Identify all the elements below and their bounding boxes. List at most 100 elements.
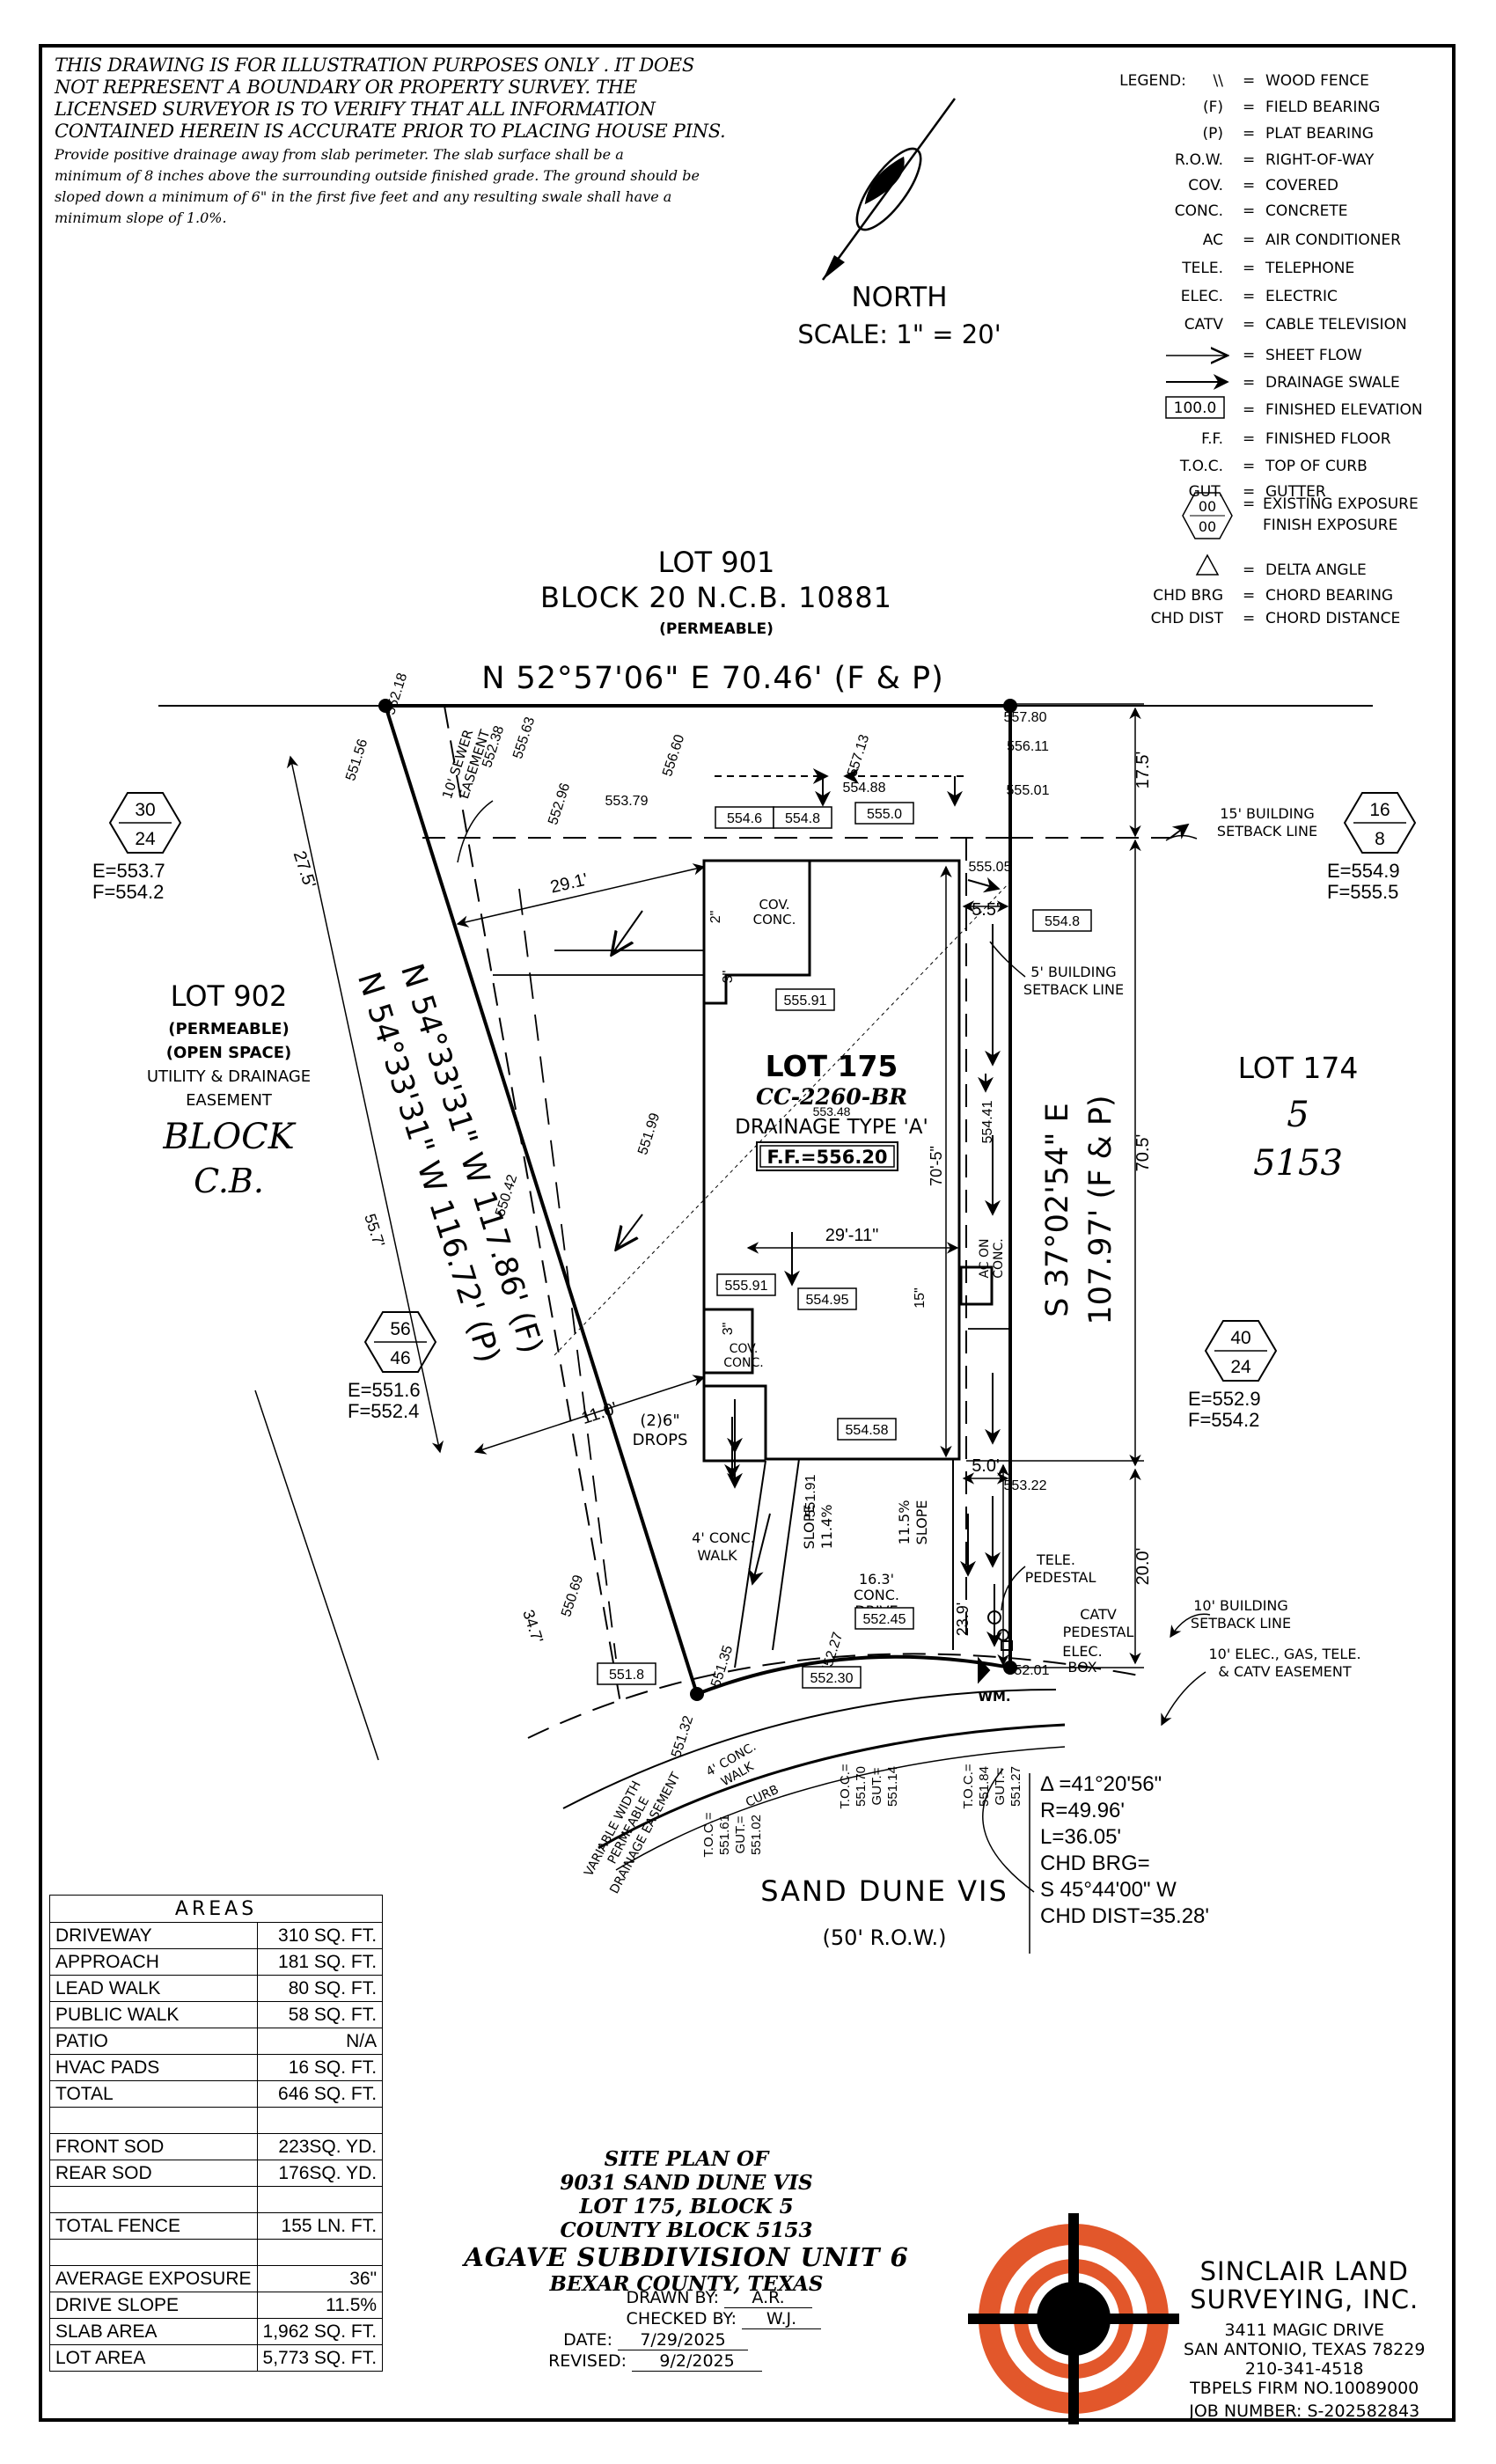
lot-901-label: LOT 901 <box>658 546 775 579</box>
hex-e-value: E=554.9 <box>1327 860 1400 882</box>
legend-equals: = <box>1243 374 1255 392</box>
slope-right: SLOPE <box>913 1500 930 1545</box>
company-phone: 210-341-4518 <box>1244 2359 1364 2379</box>
chord-bearing: S 45°44'00" W <box>1040 1878 1177 1902</box>
permeable-label: (PERMEABLE) <box>659 620 774 638</box>
spot-elevation: 557.13 <box>845 733 872 779</box>
disclaimer-line: NOT REPRESENT A BOUNDARY OR PROPERTY SUR… <box>55 77 637 98</box>
spot-elevation: 552.96 <box>546 781 573 827</box>
areas-key: PUBLIC WALK <box>49 2001 258 2028</box>
legend-desc: RIGHT-OF-WAY <box>1265 151 1375 169</box>
slope-right-value: 11.5% <box>896 1500 913 1545</box>
dim-3in-a: 3" <box>721 971 736 984</box>
legend-equals: = <box>1243 587 1255 605</box>
spot-elevation: 554.41 <box>980 1100 995 1143</box>
hex-f-value: F=554.2 <box>92 881 164 903</box>
hex-finish: 8 <box>1375 829 1385 849</box>
catv-pedestal-b: PEDESTAL <box>1063 1624 1134 1640</box>
curb-elevation: GUT.= <box>993 1767 1008 1805</box>
disclaimer-line: THIS DRAWING IS FOR ILLUSTRATION PURPOSE… <box>55 55 694 76</box>
dim-70-5in: 70'-5" <box>928 1146 945 1186</box>
spot-elevation: 557.80 <box>1004 710 1047 725</box>
company-logo-icon: S <box>968 2213 1179 2424</box>
delta-angle-icon <box>1195 554 1220 576</box>
date-label: DATE: <box>563 2330 612 2350</box>
curb-label: CURB <box>744 1783 781 1810</box>
job-number: JOB NUMBER: S-202582843 <box>1189 2402 1420 2421</box>
curb-lines <box>562 1689 1066 1871</box>
street-name: SAND DUNE VIS <box>760 1874 1008 1908</box>
legend-desc: AIR CONDITIONER <box>1265 231 1401 249</box>
spot-elevation: 554.8 <box>785 811 820 826</box>
checked-by-label: CHECKED BY: <box>626 2309 737 2328</box>
hex-f-value: F=552.4 <box>348 1400 419 1422</box>
areas-value: 176SQ. YD. <box>256 2160 384 2187</box>
legend-symbol: AC <box>1203 231 1223 249</box>
legend-desc: FINISH EXPOSURE <box>1263 517 1397 534</box>
north-label: NORTH <box>851 282 947 313</box>
hex-existing: 16 <box>1369 800 1390 820</box>
revised-label: REVISED: <box>548 2351 627 2371</box>
legend-equals: = <box>1243 430 1255 448</box>
hex-existing: 40 <box>1230 1328 1250 1348</box>
legend-equals: = <box>1243 483 1255 501</box>
hex-existing: 56 <box>390 1319 410 1339</box>
curb-elevation: T.O.C.= <box>961 1764 976 1809</box>
spot-elevation: 551.99 <box>635 1111 663 1157</box>
logo-letter: S <box>1054 2288 1094 2352</box>
spot-elevation: 555.63 <box>510 715 538 761</box>
areas-key: LOT AREA <box>49 2344 258 2372</box>
spot-elevation: 556.11 <box>1007 739 1049 754</box>
spot-elevation: 555.0 <box>867 807 902 822</box>
areas-key: SLAB AREA <box>49 2318 258 2345</box>
ac-on-conc-b: CONC. <box>992 1238 1006 1279</box>
legend-equals: = <box>1243 347 1255 364</box>
lead-walk-note-b: WALK <box>697 1547 737 1564</box>
areas-key: AVERAGE EXPOSURE <box>49 2265 258 2292</box>
legend-equals: = <box>1243 72 1255 90</box>
company-block: SINCLAIR LAND SURVEYING, INC. 3411 MAGIC… <box>1184 2257 1425 2421</box>
title-line: BEXAR COUNTY, TEXAS <box>549 2272 824 2296</box>
areas-value: 80 SQ. FT. <box>256 1975 384 2002</box>
areas-key: TOTAL <box>49 2080 258 2108</box>
finished-floor: F.F.=556.20 <box>766 1147 887 1168</box>
legend-desc: ELECTRIC <box>1265 288 1338 305</box>
property-boundary <box>158 699 1373 1701</box>
legend-equals: = <box>1243 610 1255 627</box>
drive-width: 16.3' <box>859 1571 894 1588</box>
exposure-hexes: 3024E=553.7F=554.2168E=554.9F=555.55646E… <box>92 792 1417 1431</box>
legend-desc: PLAT BEARING <box>1265 125 1374 143</box>
utility-easement-10: 10' ELEC., GAS, TELE. <box>1208 1646 1360 1662</box>
cov-conc-rear-b: CONC. <box>723 1356 764 1370</box>
legend-symbol: TELE. <box>1181 260 1223 277</box>
date-value: 7/29/2025 <box>618 2330 749 2350</box>
areas-value: 181 SQ. FT. <box>256 1948 384 1976</box>
disclaimer: THIS DRAWING IS FOR ILLUSTRATION PURPOSE… <box>55 55 732 227</box>
dim-2in: 2" <box>708 911 723 924</box>
subdivision-name: AGAVE SUBDIVISION UNIT 6 <box>464 2242 909 2272</box>
legend-equals: = <box>1243 151 1255 169</box>
curb-elevation: 551.02 <box>749 1815 764 1855</box>
spot-elevation: 552.01 <box>1007 1663 1050 1678</box>
plan-code: CC-2260-BR <box>756 1084 907 1110</box>
catv-pedestal: CATV <box>1080 1606 1117 1623</box>
curb-elevation: 551.70 <box>854 1766 869 1807</box>
lot-174-label: LOT 174 <box>1238 1051 1359 1085</box>
legend-equals: = <box>1243 177 1255 194</box>
lead-walk-note: 4' CONC. <box>692 1529 755 1546</box>
areas-value: 1,962 SQ. FT. <box>256 2318 384 2345</box>
north-arrow-icon <box>821 98 957 281</box>
building-setback-15b: SETBACK LINE <box>1217 823 1317 840</box>
tele-pedestal-b: PEDESTAL <box>1025 1569 1096 1586</box>
scale-label: SCALE: 1" = 20' <box>797 319 1001 349</box>
company-city: SAN ANTONIO, TEXAS 78229 <box>1184 2340 1426 2359</box>
curve-radius: R=49.96' <box>1040 1799 1125 1822</box>
dimension-lines <box>254 703 1144 1761</box>
